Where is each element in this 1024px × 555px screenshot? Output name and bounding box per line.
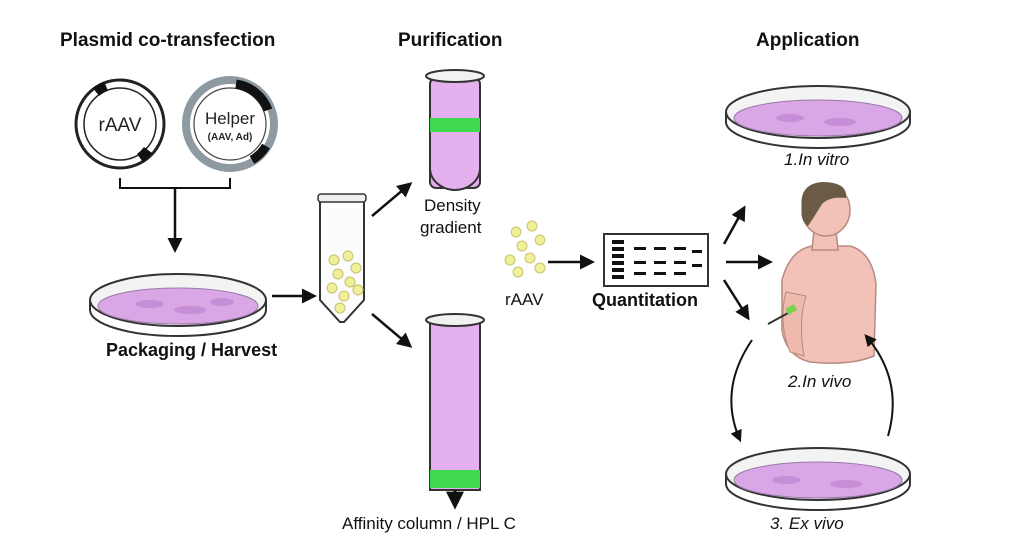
arrow-in-vivo-to-ex-vivo — [730, 339, 753, 443]
transfection-arrow — [119, 178, 231, 253]
transfection-header: Plasmid co-transfection — [60, 30, 276, 51]
harvest-tube — [317, 193, 367, 323]
packaging-dish — [89, 273, 267, 337]
arrow-ex-vivo-to-in-vivo — [864, 334, 894, 437]
gradient-label: gradient — [420, 218, 482, 237]
arrow-to-in-vitro — [722, 205, 746, 245]
arrow-to-ex-vivo — [722, 279, 750, 321]
helper-plasmid-label: Helper — [205, 109, 255, 128]
helper-plasmid — [182, 76, 278, 172]
virus-label: rAAV — [505, 290, 544, 309]
in-vitro-label: 1.In vitro — [784, 150, 850, 169]
packaging-label: Packaging / Harvest — [106, 340, 278, 360]
density-gradient-tube — [425, 69, 485, 191]
application-header: Application — [756, 30, 860, 51]
arrow-to-affinity — [371, 313, 413, 348]
in-vivo-label: 2.In vivo — [788, 372, 852, 391]
density-label: Density — [424, 196, 481, 215]
raav-particles — [504, 220, 546, 278]
affinity-label: Affinity column / HPL C — [342, 514, 516, 533]
raav-plasmid-label: rAAV — [99, 115, 142, 136]
ex-vivo-dish — [725, 447, 911, 511]
in-vitro-dish — [725, 85, 911, 149]
quantitation-label: Quantitation — [592, 290, 698, 310]
affinity-column — [425, 313, 485, 510]
quantitation-gel — [603, 233, 709, 287]
helper-plasmid-sublabel: (AAV, Ad) — [208, 132, 253, 143]
raav-plasmid — [74, 78, 166, 170]
ex-vivo-label: 3. Ex vivo — [770, 514, 844, 533]
patient-figure — [767, 182, 877, 364]
purification-header: Purification — [398, 30, 503, 51]
arrow-to-density — [371, 182, 413, 217]
